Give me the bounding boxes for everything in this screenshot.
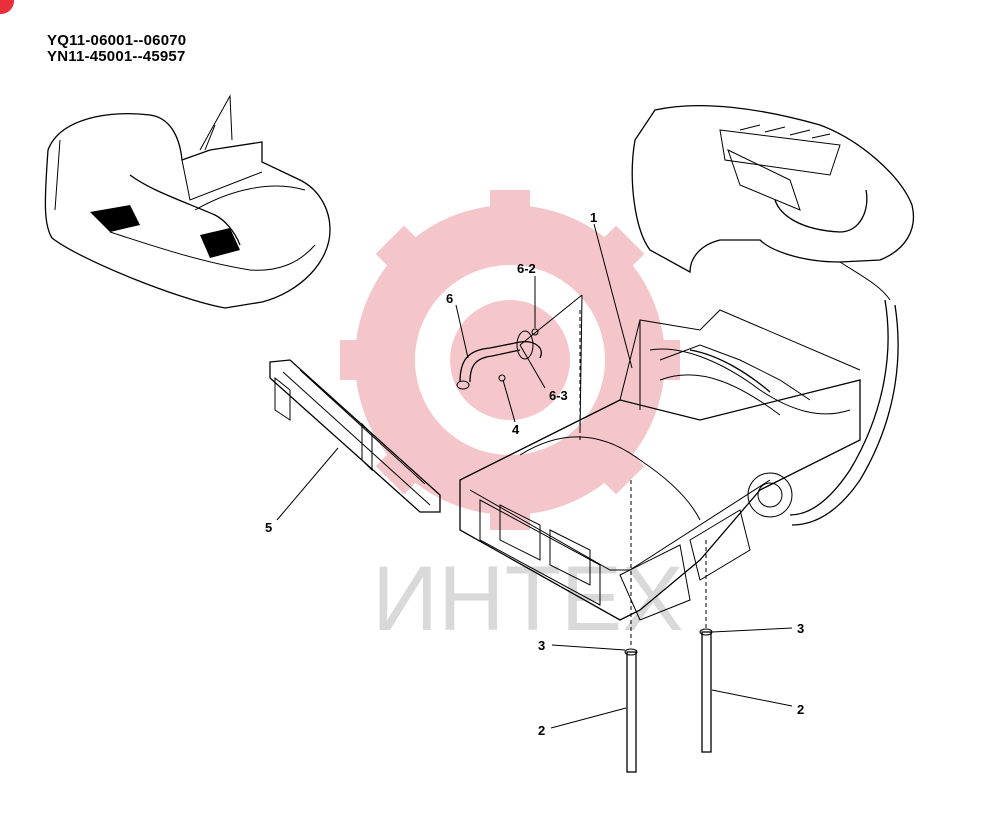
callout-1: 1 (590, 210, 597, 225)
cab-interior-outline (631, 104, 914, 526)
cab-overview-inset (44, 94, 331, 309)
drain-hose-left (624, 480, 638, 773)
callout-6-2: 6-2 (517, 261, 536, 276)
watermark-gear-core (450, 300, 570, 420)
ac-unit-assembly (459, 309, 861, 621)
callout-3-right: 3 (797, 621, 804, 636)
callout-2-right: 2 (797, 702, 804, 717)
watermark-text: ИНТЕХ (372, 548, 684, 650)
callout-3-left: 3 (538, 638, 545, 653)
callout-2-left: 2 (538, 723, 545, 738)
leader-lines (276, 223, 793, 729)
callout-5: 5 (265, 520, 272, 535)
drain-hose-right (699, 540, 713, 753)
callout-6: 6 (446, 291, 453, 306)
callout-6-3: 6-3 (549, 388, 568, 403)
hose-part (456, 328, 542, 390)
callout-4: 4 (512, 422, 520, 437)
serial-range-1: YQ11-06001--06070 (47, 32, 187, 49)
filter-panel (269, 359, 441, 513)
serial-range-2: YN11-45001--45957 (47, 48, 186, 65)
